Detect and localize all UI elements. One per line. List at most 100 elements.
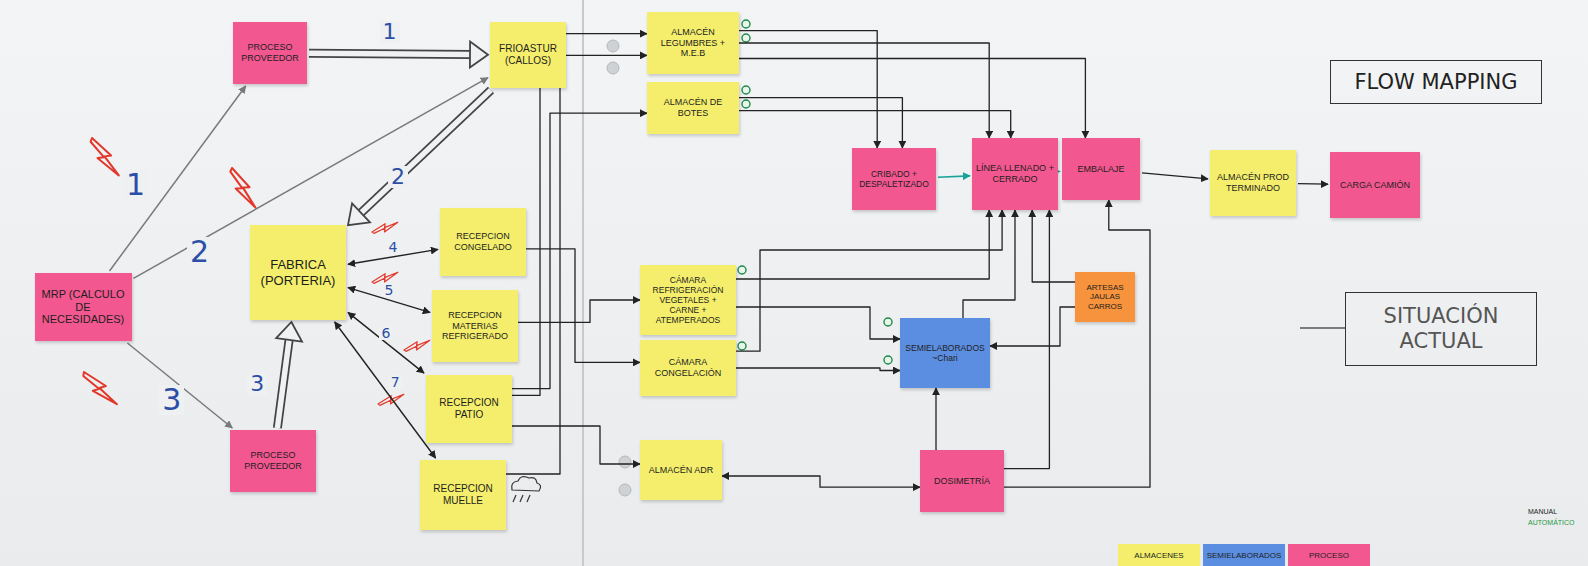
note-label: ALMACÉN PROD TERMINADO [1214, 172, 1292, 193]
binder-hole [619, 484, 631, 496]
connector-line [736, 368, 900, 371]
note-text-area: CÁMARA REFRIGERACIÓN VEGETALES + CARNE +… [644, 275, 732, 325]
lightning-bolt [79, 372, 121, 404]
flow-connector [1142, 173, 1208, 179]
process-note: CARGA CAMIÓN [1330, 152, 1420, 218]
process-note: MRP (CALCULO DE NECESIDADES) [35, 273, 132, 341]
flow-connector [127, 343, 232, 428]
lightning-bolt [378, 385, 404, 413]
flow-connector [518, 300, 640, 322]
flow-connector [276, 322, 302, 428]
legend-swatch: SEMIELABORADOS [1203, 544, 1285, 566]
note-text-area: FABRICA (PORTERIA) [254, 257, 342, 288]
note-text-area: FLOW MAPPING [1335, 70, 1537, 95]
flow-marker [742, 20, 750, 28]
flow-connector [936, 388, 938, 450]
flow-connector [1298, 183, 1328, 185]
hollow-arrow-body [309, 53, 470, 54]
flow-number: 2 [388, 166, 408, 188]
connector-line [512, 113, 647, 388]
flow-connector [739, 59, 1085, 139]
lightning-bolt [83, 138, 128, 175]
flow-connector [348, 312, 424, 373]
flow-number: 1 [123, 170, 148, 200]
flow-connector [309, 42, 488, 68]
connector-line [1032, 210, 1075, 282]
flow-marker [884, 318, 892, 326]
storage-note: FRIOASTUR (CALLOS) [490, 22, 566, 88]
hollow-arrow-outline [361, 90, 491, 213]
flow-connector [739, 111, 1011, 138]
connector-line [512, 55, 647, 395]
note-text-area: ALMACÉN DE BOTES [651, 97, 735, 118]
note-text-area: MRP (CALCULO DE NECESIDADES) [39, 288, 128, 327]
process-note: EMBALAJE [1062, 138, 1140, 200]
note-label: FLOW MAPPING [1335, 70, 1537, 95]
binder-hole [607, 40, 619, 52]
storage-note: RECEPCION CONGELADO [440, 208, 526, 276]
flow-number: 1 [380, 21, 400, 43]
note-label: DOSIMETRÍA [924, 476, 1000, 487]
hollow-arrowhead [348, 203, 370, 225]
flow-connector [739, 31, 877, 148]
rain-drop [527, 495, 530, 502]
connector-line [518, 300, 640, 322]
binder-hole [619, 456, 631, 468]
note-text-area: RECEPCION MUELLE [424, 483, 502, 507]
flow-connector [1004, 210, 1049, 469]
connector-line [110, 86, 246, 271]
note-text-area: FRIOASTUR (CALLOS) [494, 43, 562, 67]
note-text-area: PROCESO PROVEEDOR [234, 450, 312, 471]
note-label: FABRICA (PORTERIA) [254, 257, 342, 288]
note-text-area: RECEPCION PATIO [430, 397, 508, 421]
connector-line [739, 111, 1011, 138]
note-text-area: RECEPCION CONGELADO [444, 231, 522, 252]
legend-swatch: PROCESO [1288, 544, 1370, 566]
note-label: SEMIELABORADOS ~Chari [904, 343, 986, 363]
legend-swatch: ALMACENES [1118, 544, 1200, 566]
flow-marker [884, 356, 892, 364]
hollow-arrow-body [277, 340, 289, 428]
flow-number: 3 [247, 373, 267, 395]
connector-line [526, 249, 640, 363]
flow-marker [738, 342, 746, 350]
lightning-bolt [372, 213, 398, 241]
legend-label: SEMIELABORADOS [1207, 551, 1282, 560]
flow-number: 2 [187, 237, 212, 267]
flow-number: 3 [159, 385, 184, 415]
equipment-note: ARTESAS JAULAS CARROS [1075, 272, 1135, 322]
flow-number: 5 [382, 283, 397, 297]
semi-finished-note: SEMIELABORADOS ~Chari [900, 318, 990, 388]
connector-line [506, 34, 647, 474]
note-label: RECEPCION MATERIAS REFRIGERADO [436, 310, 514, 342]
storage-note: RECEPCION MATERIAS REFRIGERADO [432, 290, 518, 362]
note-text-area: ALMACÉN PROD TERMINADO [1214, 172, 1292, 193]
note-text-area: CÁMARA CONGELACIÓN [644, 357, 732, 378]
connector-line [335, 322, 436, 458]
connector-line [1004, 200, 1150, 487]
flow-connector [722, 476, 920, 487]
connector-line [739, 98, 902, 148]
note-text-area: ALMACÉN LEGUMBRES + M.E.B [651, 27, 735, 59]
flow-marker [742, 34, 750, 42]
note-text-area: SITUACIÓN ACTUAL [1350, 304, 1532, 354]
flow-connector [1032, 210, 1075, 282]
note-text-area: RECEPCION MATERIAS REFRIGERADO [436, 310, 514, 342]
flow-number: 6 [379, 326, 394, 340]
flow-number: 7 [388, 375, 403, 389]
flow-connector [526, 249, 640, 363]
storage-note: ALMACÉN LEGUMBRES + M.E.B [647, 12, 739, 74]
note-label: ALMACÉN LEGUMBRES + M.E.B [651, 27, 735, 59]
note-text-area: SEMIELABORADOS ~Chari [904, 343, 986, 363]
hollow-arrow-outline [309, 53, 470, 54]
note-label: LÍNEA LLENADO + CERRADO [976, 163, 1054, 184]
process-note: PROCESO PROVEEDOR [230, 430, 316, 492]
note-label: EMBALAJE [1066, 164, 1136, 175]
note-label: PROCESO PROVEEDOR [234, 450, 312, 471]
note-label: ARTESAS JAULAS CARROS [1079, 283, 1131, 311]
note-text-area: ALMACÉN ADR [644, 465, 718, 476]
note-label: CARGA CAMIÓN [1334, 180, 1416, 191]
connector-line [1004, 210, 1049, 469]
flow-connector [990, 307, 1075, 346]
storage-note: ALMACÉN ADR [640, 440, 722, 500]
